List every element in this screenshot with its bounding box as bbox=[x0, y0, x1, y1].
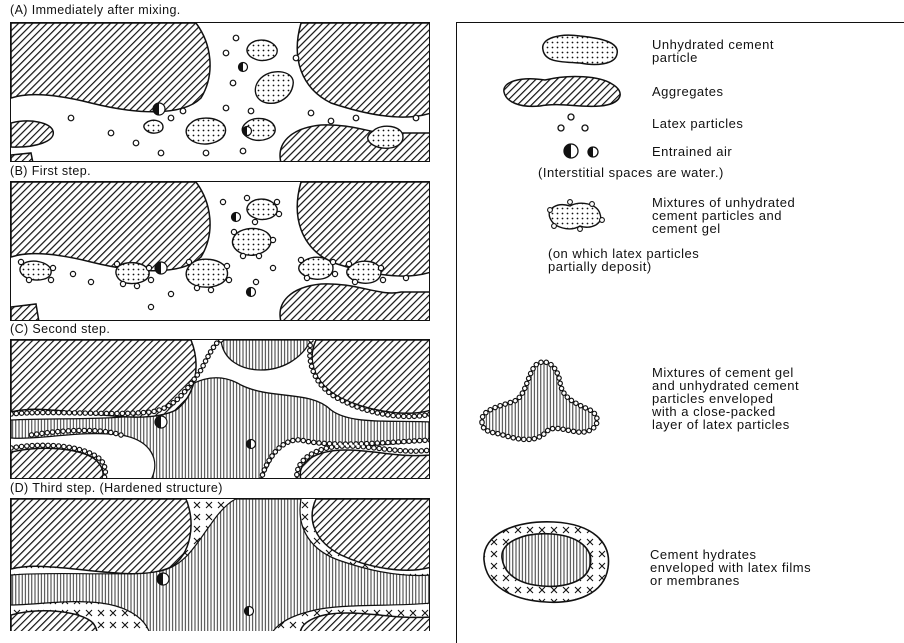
unhydrated-cement-label: Unhydrated cement particle bbox=[652, 38, 774, 64]
mixtures-gel-label: Mixtures of unhydrated cement particles … bbox=[652, 196, 795, 235]
aggregates-label: Aggregates bbox=[652, 85, 724, 98]
aggregate bbox=[280, 125, 430, 162]
cement-particle bbox=[247, 40, 277, 60]
enveloped-mixtures-label: Mixtures of cement gel and unhydrated ce… bbox=[652, 366, 799, 431]
entrained-air-symbol bbox=[560, 142, 610, 160]
stage-a-caption: (A) Immediately after mixing. bbox=[10, 3, 181, 17]
aggregate bbox=[11, 182, 210, 271]
aggregate bbox=[297, 23, 430, 117]
latex-particles-label: Latex particles bbox=[652, 117, 743, 130]
enveloped-mixtures-symbol bbox=[472, 352, 612, 452]
stage-d-caption: (D) Third step. (Hardened structure) bbox=[10, 481, 223, 495]
stage-c-caption: (C) Second step. bbox=[10, 322, 110, 336]
cement-hydrates-symbol bbox=[476, 512, 616, 608]
stage-d-panel bbox=[10, 498, 430, 631]
aggregate bbox=[11, 121, 53, 147]
aggregate bbox=[280, 284, 430, 321]
interstitial-note: (Interstitial spaces are water.) bbox=[538, 166, 724, 179]
aggregate bbox=[11, 304, 39, 321]
latex-particles-symbol bbox=[555, 112, 595, 134]
entrained-air-label: Entrained air bbox=[652, 145, 732, 158]
deposit-note: (on which latex particles partially depo… bbox=[548, 247, 699, 273]
cement-hydrates-label: Cement hydrates enveloped with latex fil… bbox=[650, 548, 811, 587]
cement-particle bbox=[144, 120, 163, 133]
stage-b-panel bbox=[10, 181, 430, 321]
stage-a-panel bbox=[10, 22, 430, 162]
unhydrated-cement-symbol bbox=[535, 30, 625, 70]
cement-particle bbox=[186, 118, 225, 144]
aggregate bbox=[11, 499, 191, 574]
aggregates-symbol bbox=[500, 72, 630, 110]
cement-particle bbox=[255, 72, 293, 104]
stage-b-caption: (B) First step. bbox=[10, 164, 91, 178]
stage-c-panel bbox=[10, 339, 430, 479]
aggregate bbox=[11, 153, 33, 162]
mixtures-gel-symbol bbox=[540, 196, 610, 236]
cement-particle bbox=[368, 126, 403, 148]
aggregate bbox=[11, 23, 210, 112]
